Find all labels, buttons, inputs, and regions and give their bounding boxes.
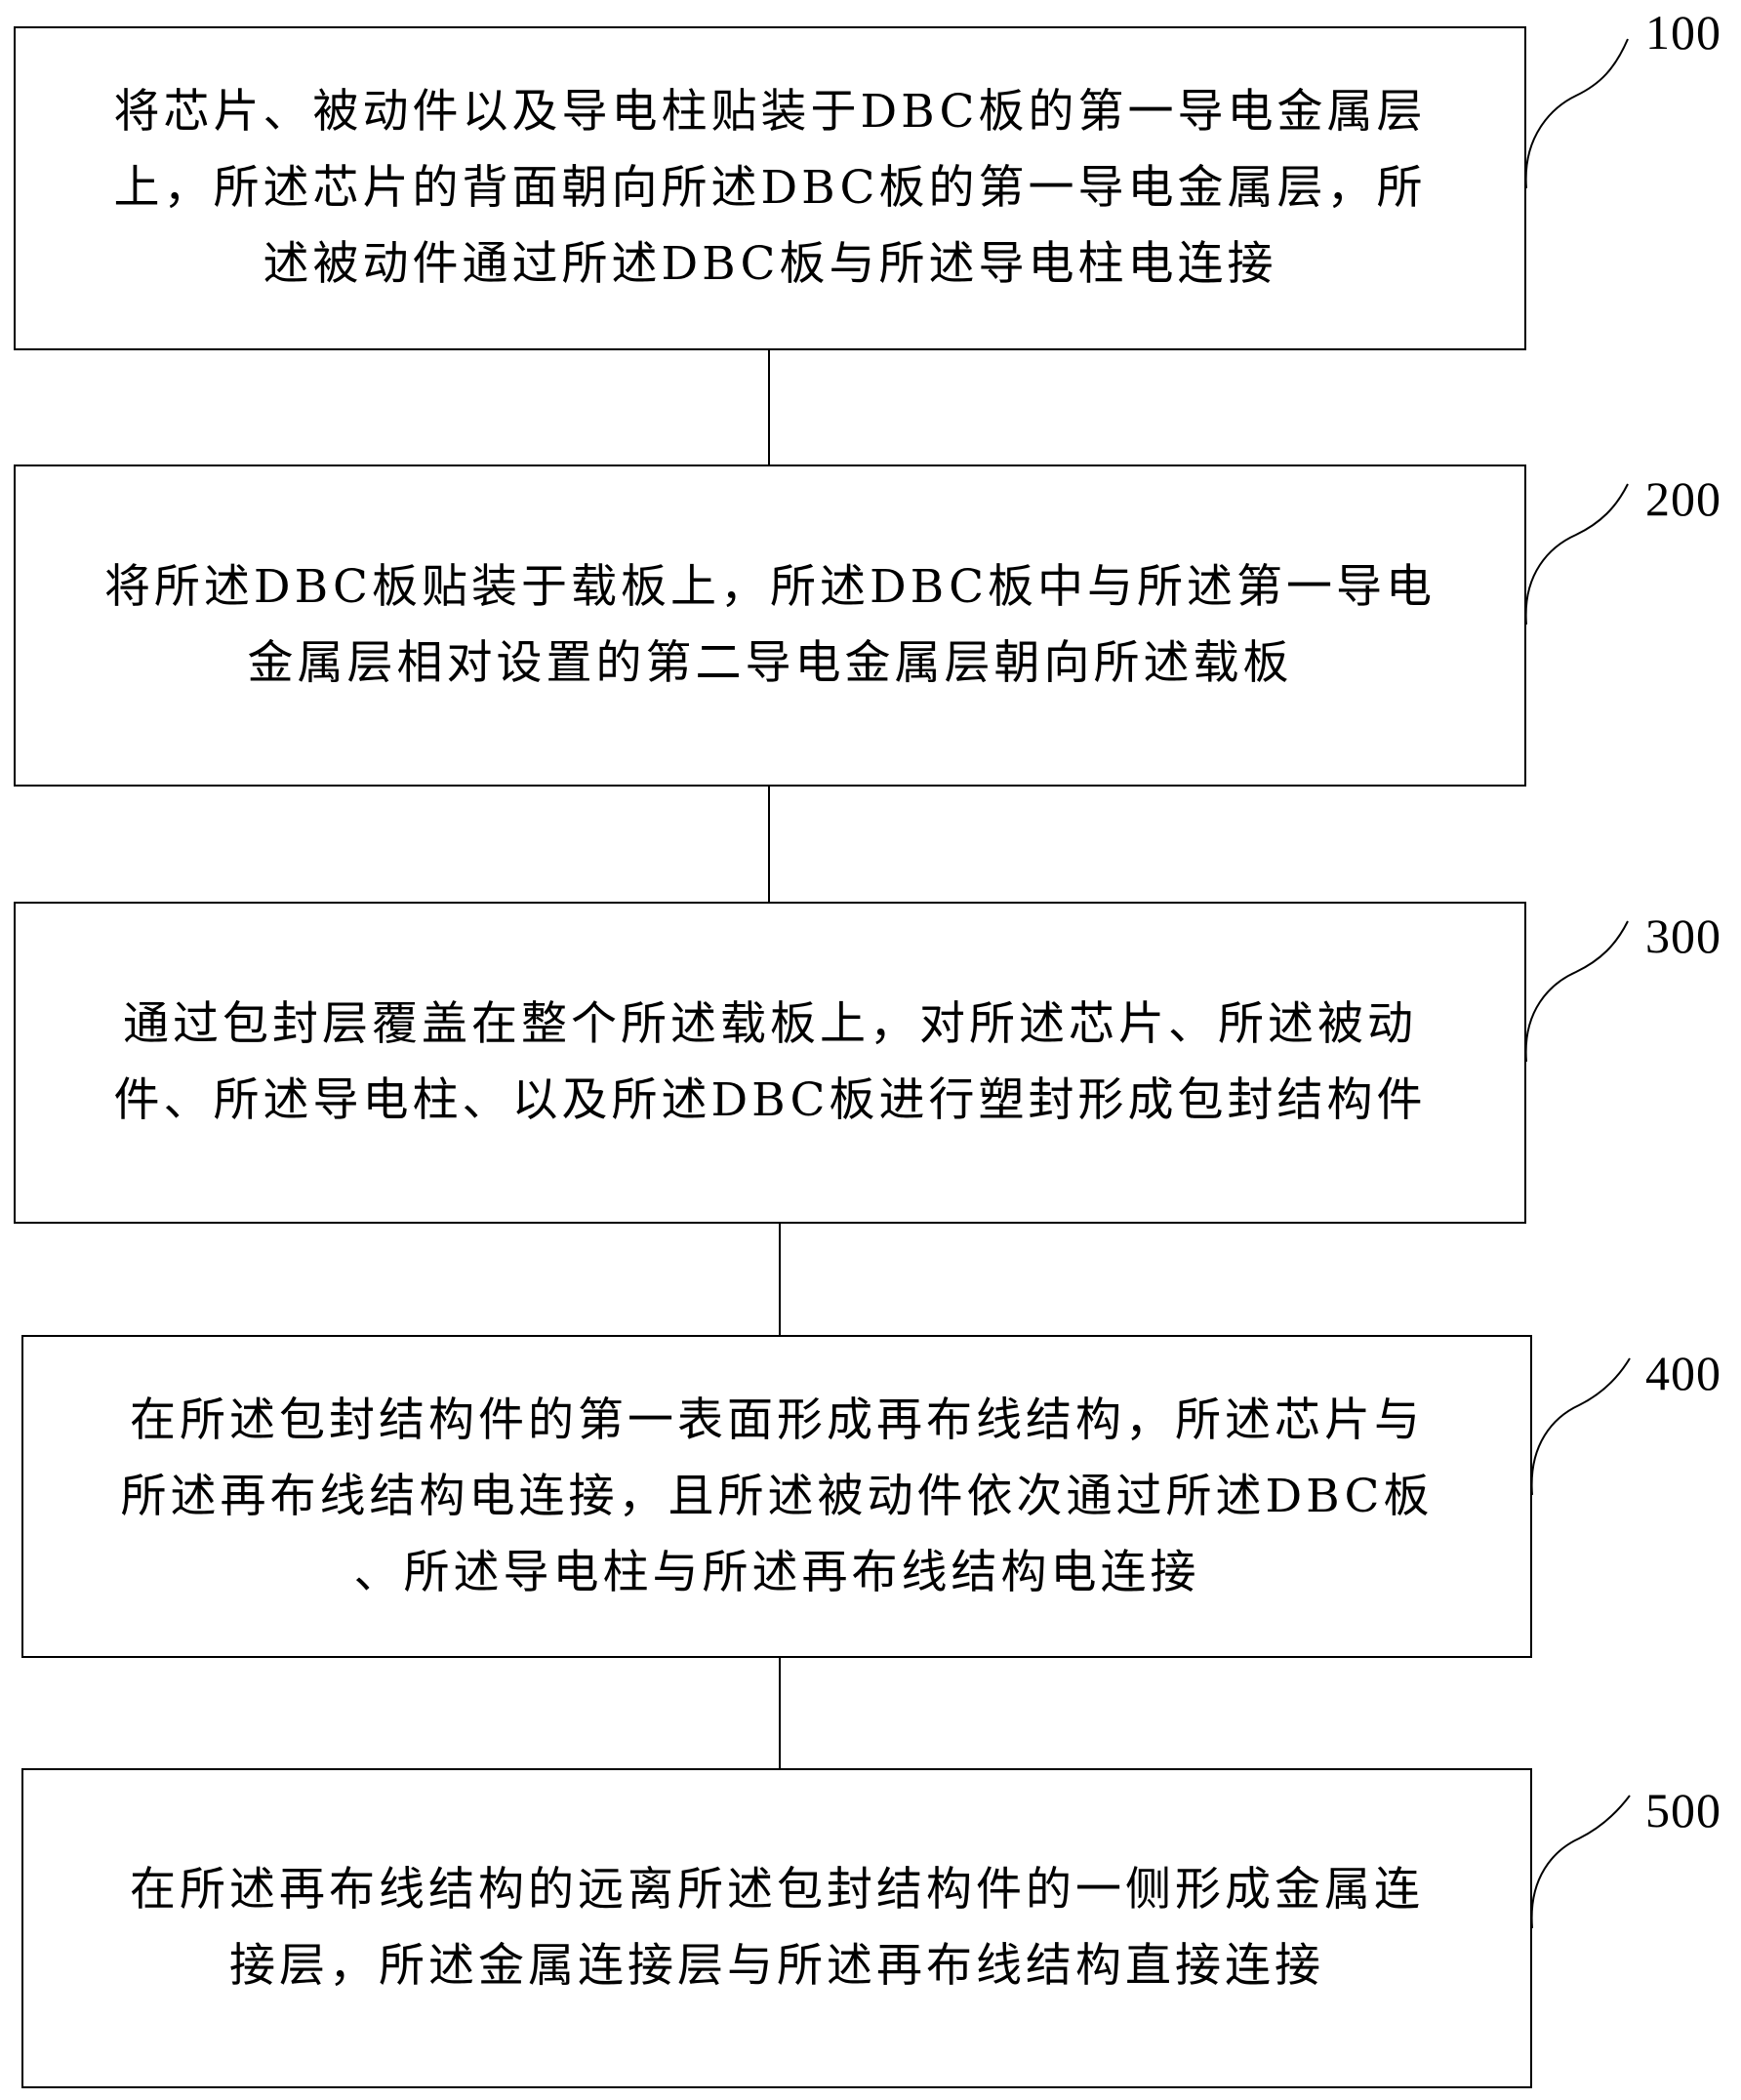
step-number-200: 200 — [1645, 471, 1721, 526]
step-200-line-2: 金属层相对设置的第二导电金属层朝向所述载板 — [247, 636, 1293, 690]
step-box-400: 在所述包封结构件的第一表面形成再布线结构，所述芯片与 所述再布线结构电连接，且所… — [21, 1335, 1532, 1658]
step-400-line-2: 所述再布线结构电连接，且所述被动件依次通过所述DBC板 — [120, 1469, 1434, 1523]
step-number-100: 100 — [1645, 5, 1721, 60]
step-100-line-1: 将芯片、被动件以及导电柱贴装于DBC板的第一导电金属层 — [113, 85, 1427, 139]
step-text-100: 将芯片、被动件以及导电柱贴装于DBC板的第一导电金属层 上，所述芯片的背面朝向所… — [113, 74, 1426, 303]
step-100-line-2: 上，所述芯片的背面朝向所述DBC板的第一导电金属层，所 — [113, 161, 1427, 215]
step-text-500: 在所述再布线结构的远离所述包封结构件的一侧形成金属连 接层，所述金属连接层与所述… — [130, 1852, 1424, 2004]
step-text-300: 通过包封层覆盖在整个所述载板上，对所述芯片、所述被动 件、所述导电柱、以及所述D… — [113, 987, 1426, 1139]
callout-leader-400 — [1530, 1357, 1631, 1496]
step-number-400: 400 — [1645, 1346, 1721, 1400]
callout-leader-200 — [1524, 483, 1629, 626]
connector-200-300 — [768, 787, 770, 902]
step-number-300: 300 — [1645, 909, 1721, 963]
step-300-line-1: 通过包封层覆盖在整个所述载板上，对所述芯片、所述被动 — [123, 997, 1417, 1051]
step-text-400: 在所述包封结构件的第一表面形成再布线结构，所述芯片与 所述再布线结构电连接，且所… — [120, 1383, 1433, 1611]
connector-100-200 — [768, 350, 770, 464]
step-500-line-1: 在所述再布线结构的远离所述包封结构件的一侧形成金属连 — [130, 1863, 1424, 1917]
step-400-line-1: 在所述包封结构件的第一表面形成再布线结构，所述芯片与 — [130, 1393, 1424, 1447]
step-300-line-2: 件、所述导电柱、以及所述DBC板进行塑封形成包封结构件 — [113, 1073, 1427, 1127]
step-text-200: 将所述DBC板贴装于载板上，所述DBC板中与所述第一导电 金属层相对设置的第二导… — [104, 549, 1436, 702]
step-100-line-3: 述被动件通过所述DBC板与所述导电柱电连接 — [263, 237, 1277, 291]
step-box-500: 在所述再布线结构的远离所述包封结构件的一侧形成金属连 接层，所述金属连接层与所述… — [21, 1768, 1532, 2088]
step-500-line-2: 接层，所述金属连接层与所述再布线结构直接连接 — [229, 1939, 1324, 1993]
callout-leader-100 — [1524, 38, 1629, 189]
connector-400-500 — [779, 1658, 781, 1768]
callout-leader-300 — [1524, 920, 1629, 1063]
step-box-300: 通过包封层覆盖在整个所述载板上，对所述芯片、所述被动 件、所述导电柱、以及所述D… — [14, 902, 1526, 1224]
step-200-line-1: 将所述DBC板贴装于载板上，所述DBC板中与所述第一导电 — [103, 560, 1437, 614]
step-box-100: 将芯片、被动件以及导电柱贴装于DBC板的第一导电金属层 上，所述芯片的背面朝向所… — [14, 26, 1526, 350]
callout-leader-500 — [1530, 1795, 1631, 1929]
step-box-200: 将所述DBC板贴装于载板上，所述DBC板中与所述第一导电 金属层相对设置的第二导… — [14, 464, 1526, 787]
step-400-line-3: 、所述导电柱与所述再布线结构电连接 — [353, 1545, 1200, 1599]
step-number-500: 500 — [1645, 1783, 1721, 1838]
connector-300-400 — [779, 1224, 781, 1335]
